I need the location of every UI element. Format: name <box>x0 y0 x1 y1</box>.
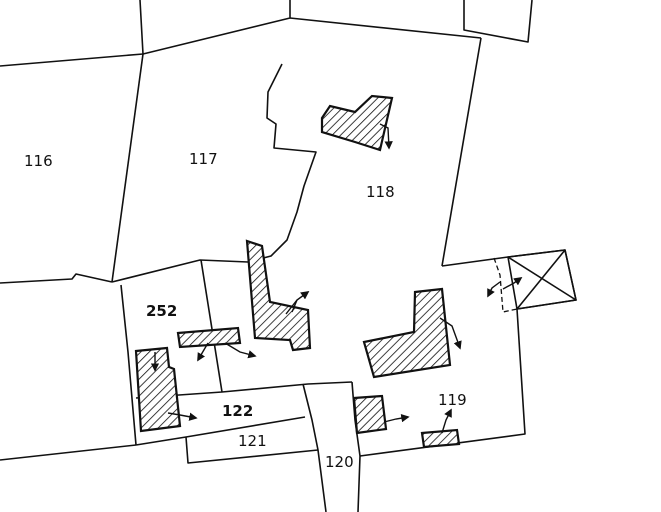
arrow-dashed-a <box>487 281 501 298</box>
boundary-121 <box>185 436 319 464</box>
boundary-117-118 <box>111 63 317 283</box>
building-119-a <box>352 394 388 435</box>
boundary-116-117 <box>111 53 144 283</box>
arrow-118-north <box>379 123 393 150</box>
boundary-116-south <box>0 273 113 284</box>
building-119-b <box>420 428 461 449</box>
parcel-label-116: 116 <box>24 152 53 170</box>
boundary-120-west <box>302 383 327 512</box>
parcel-label-117: 117 <box>189 150 218 168</box>
boundary-square-diag2 <box>516 249 566 310</box>
building-252-bar <box>176 326 242 349</box>
arrow-119-b <box>441 408 452 434</box>
boundary-119-east <box>359 308 526 457</box>
building-118-north <box>320 94 394 152</box>
parcel-label-122: 122 <box>222 402 253 420</box>
building-118-east <box>362 287 452 379</box>
arrow-252-bar-a <box>197 342 209 362</box>
boundary-118-east <box>441 37 482 267</box>
parcel-label-121: 121 <box>238 432 267 450</box>
arrow-dashed-b <box>502 277 523 290</box>
parcel-label-119: 119 <box>438 391 467 409</box>
parcel-label-252: 252 <box>146 302 177 320</box>
building-118-west <box>245 239 312 352</box>
arrow-119-a <box>383 413 410 423</box>
parcel-labels: 116 117 118 119 120 121 122 252 <box>24 150 467 471</box>
boundary-top-left <box>0 0 144 67</box>
arrow-118-west-2 <box>291 299 298 313</box>
arrow-252-bar-b <box>224 342 257 359</box>
boundary-top-right <box>463 0 533 43</box>
parcel-label-118: 118 <box>366 183 395 201</box>
building-252-west <box>134 346 182 433</box>
boundary-118-north <box>289 17 482 39</box>
boundary-252-west <box>120 284 137 446</box>
boundary-122-north <box>135 381 353 399</box>
boundary-bottom-left <box>0 444 137 461</box>
arrow-118-east <box>439 317 462 350</box>
entrance-arrows <box>150 123 523 434</box>
parcel-label-120: 120 <box>325 453 354 471</box>
buildings <box>134 94 461 449</box>
parcel-boundaries <box>0 0 577 512</box>
arrow-252-west-bottom <box>167 412 198 421</box>
boundary-252-east <box>200 259 223 393</box>
boundary-dashed <box>493 257 518 313</box>
boundary-117-north <box>142 0 291 55</box>
